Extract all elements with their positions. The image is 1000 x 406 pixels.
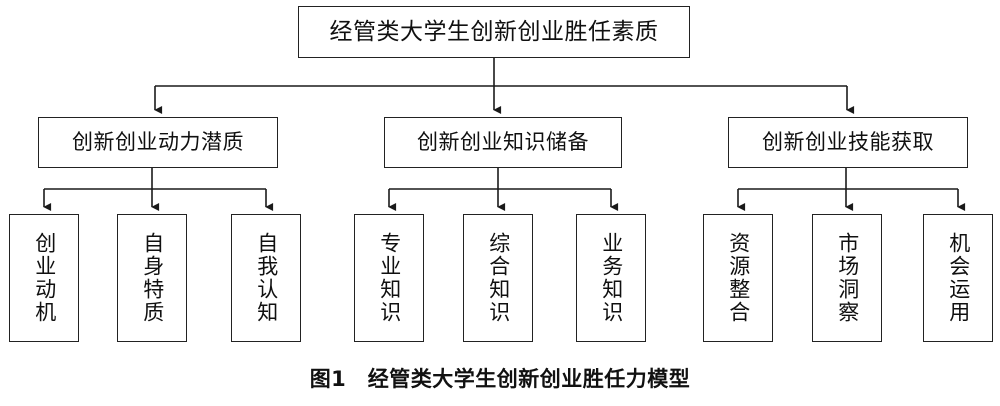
node-leaf-2-2[interactable]: 综合知识 <box>463 214 533 342</box>
node-leaf-2-1-label: 专业知识 <box>377 232 402 324</box>
branch2-to-leaves-connectors <box>388 168 619 211</box>
node-root[interactable]: 经管类大学生创新创业胜任素质 <box>298 6 690 58</box>
node-leaf-1-2[interactable]: 自身特质 <box>117 214 187 342</box>
root-to-branches-connectors <box>154 58 855 114</box>
node-leaf-2-2-label: 综合知识 <box>486 232 511 324</box>
node-leaf-2-3-label: 业务知识 <box>599 232 624 324</box>
node-leaf-3-3-label: 机会运用 <box>946 232 971 324</box>
node-leaf-3-2[interactable]: 市场洞察 <box>812 214 882 342</box>
branch3-to-leaves-connectors <box>737 168 966 211</box>
node-leaf-1-1-label: 创业动机 <box>32 232 57 324</box>
node-leaf-1-1[interactable]: 创业动机 <box>9 214 79 342</box>
node-leaf-1-3-label: 自我认知 <box>254 232 279 324</box>
node-branch-3[interactable]: 创新创业技能获取 <box>728 117 968 168</box>
branch1-to-leaves-connectors <box>43 168 274 211</box>
node-leaf-1-2-label: 自身特质 <box>140 232 165 324</box>
node-leaf-3-3[interactable]: 机会运用 <box>923 214 993 342</box>
node-branch-1[interactable]: 创新创业动力潜质 <box>38 117 278 168</box>
node-leaf-1-3[interactable]: 自我认知 <box>231 214 301 342</box>
figure-caption: 图1 经管类大学生创新创业胜任力模型 <box>309 367 691 391</box>
node-branch-2[interactable]: 创新创业知识储备 <box>384 117 622 168</box>
node-leaf-3-2-label: 市场洞察 <box>835 232 860 324</box>
node-leaf-3-1-label: 资源整合 <box>726 232 751 324</box>
node-leaf-3-1[interactable]: 资源整合 <box>703 214 773 342</box>
node-leaf-2-3[interactable]: 业务知识 <box>576 214 646 342</box>
node-leaf-2-1[interactable]: 专业知识 <box>354 214 424 342</box>
